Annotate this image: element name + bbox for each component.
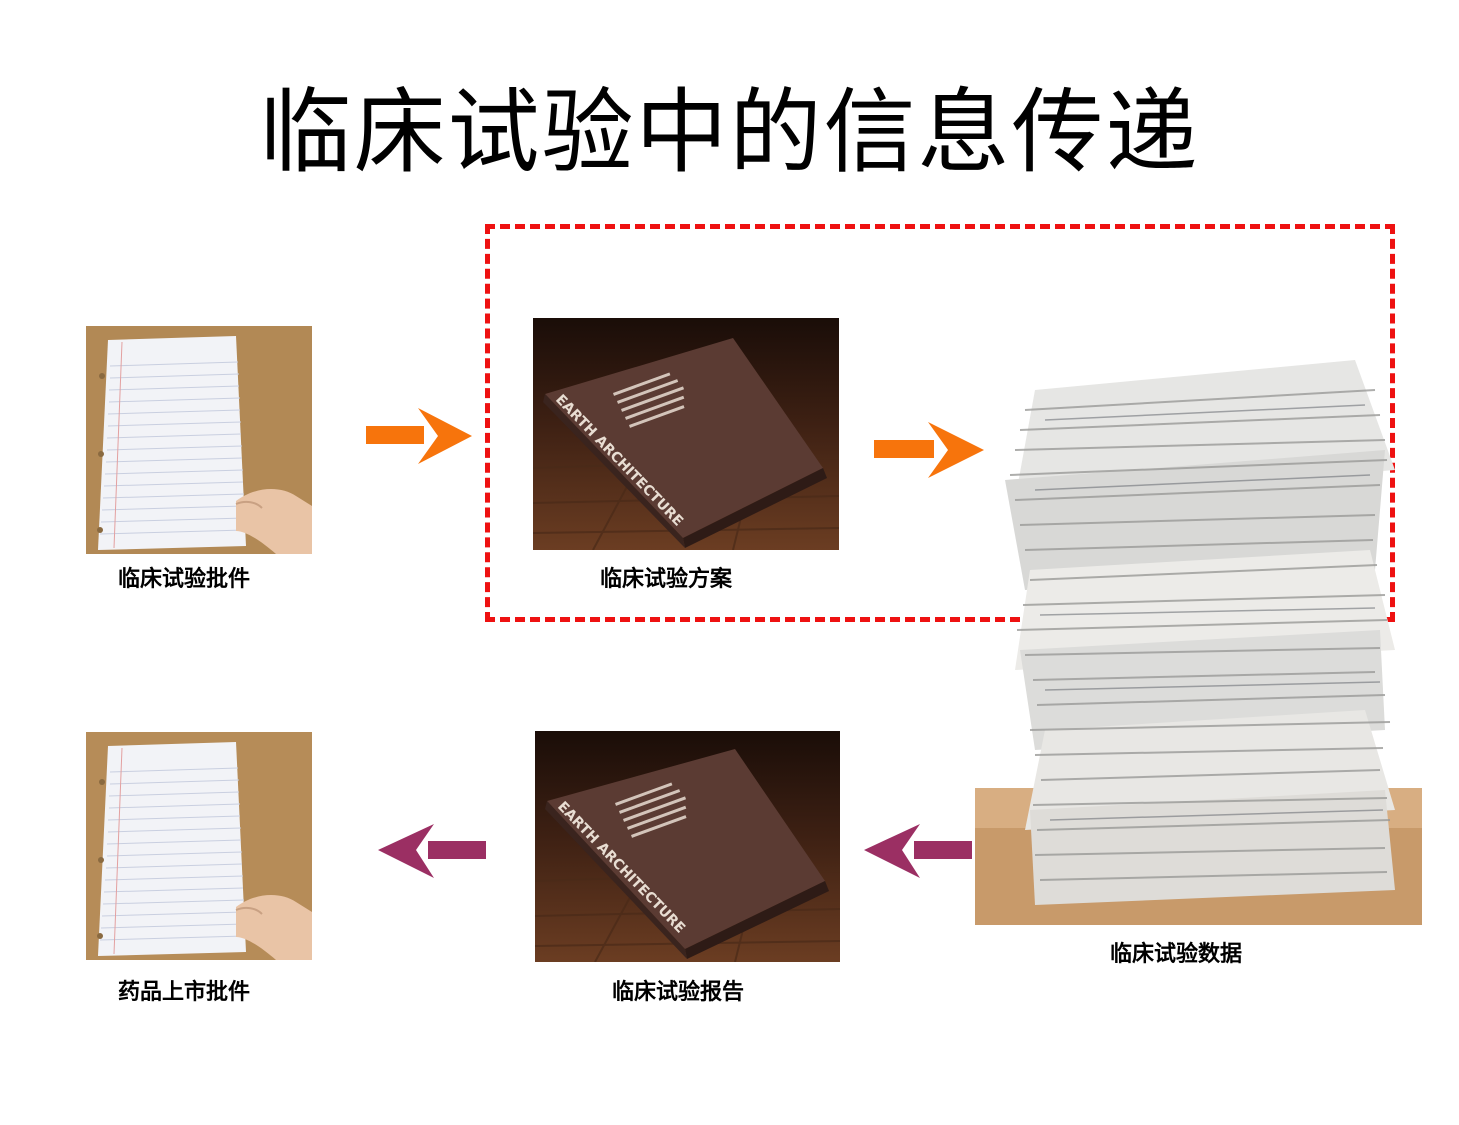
report-book-image: EARTH ARCHITECTURE [535, 731, 840, 962]
market-approval-caption: 药品上市批件 [118, 980, 251, 1005]
protocol-caption: 临床试验方案 [600, 567, 733, 592]
market-approval-document-image [86, 732, 312, 960]
report-caption: 临床试验报告 [612, 980, 745, 1005]
protocol-highlight-box [485, 224, 1395, 622]
arrow-left-icon [862, 822, 974, 880]
page-title: 临床试验中的信息传递 [259, 79, 1200, 186]
arrow-right-icon [874, 420, 986, 480]
approval-document-image [86, 326, 312, 554]
arrow-right-icon [366, 406, 476, 466]
arrow-left-icon [376, 822, 488, 880]
data-caption: 临床试验数据 [1110, 942, 1243, 967]
data-paper-stack-image [975, 350, 1422, 925]
protocol-book-image: EARTH ARCHITECTURE [533, 318, 839, 550]
approval-caption: 临床试验批件 [118, 567, 251, 592]
